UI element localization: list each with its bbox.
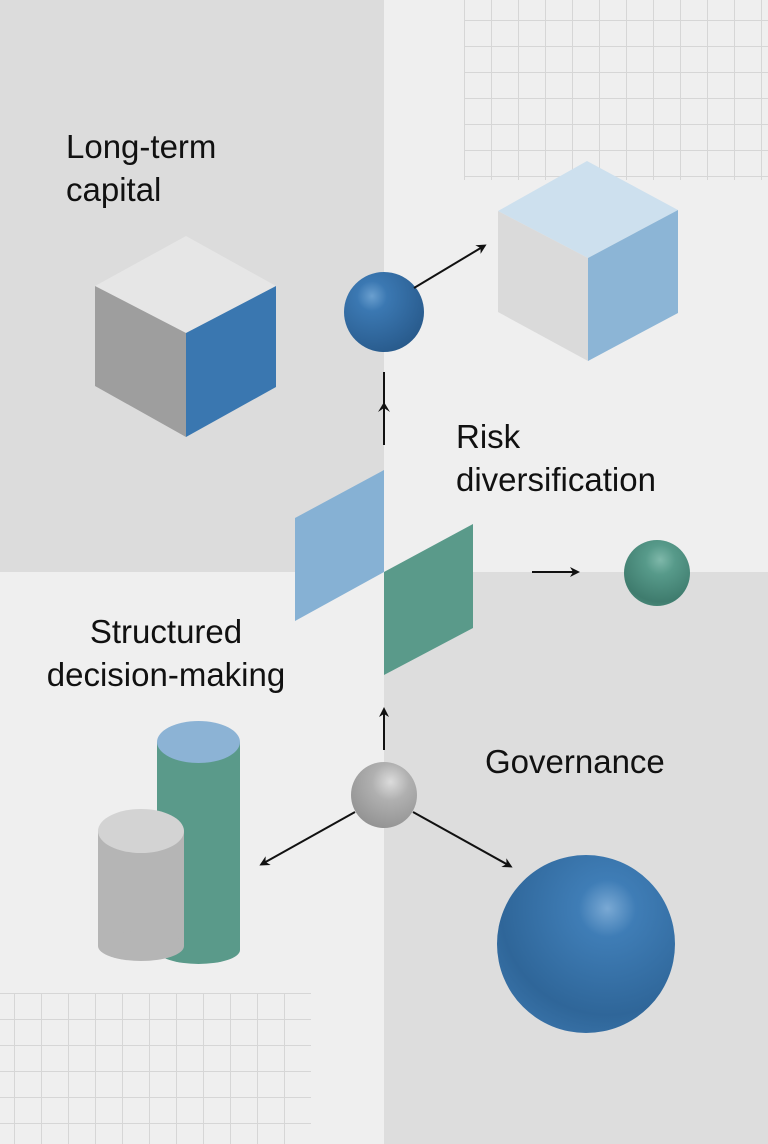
label-structured-decision-making: Structured decision-making [23,610,309,696]
cylinder-top [98,809,184,853]
arrow-hub-to-governance-sphere [412,811,513,868]
cube-left-face [95,286,186,437]
sphere-teal [624,540,690,606]
label-long-term-capital: Long-term capital [66,125,216,211]
sphere-blue-governance [497,855,675,1033]
cube-long-term-capital [95,236,276,437]
arrow-hub-to-cylinders [259,811,356,866]
arrow-sphere-to-cube [413,244,487,289]
cube-top-face [498,161,678,258]
cube-top-face [95,236,276,333]
grid-pattern-bottom-left [0,993,311,1144]
sphere-gray-hub [351,762,417,828]
cube-right-face [588,210,678,361]
label-line: Structured [89,613,243,650]
cube-risk-diversification [498,161,678,361]
cube-left-face [498,211,588,361]
cylinder-gray [98,809,184,961]
panel-blue [295,470,384,621]
label-line: diversification [456,461,656,498]
arrow-up-middle [378,372,390,445]
label-line: Long-term [66,128,217,165]
label-line: Risk [456,418,521,455]
grid-pattern-top-right [464,0,768,180]
label-governance: Governance [485,743,665,780]
sphere-blue-top [344,272,424,352]
panel-teal [384,524,473,675]
cube-right-face [186,286,276,437]
label-line: decision-making [46,656,286,693]
label-line: capital [66,171,162,208]
label-risk-diversification: Risk diversification [456,415,656,501]
cylinder-top [157,721,240,763]
